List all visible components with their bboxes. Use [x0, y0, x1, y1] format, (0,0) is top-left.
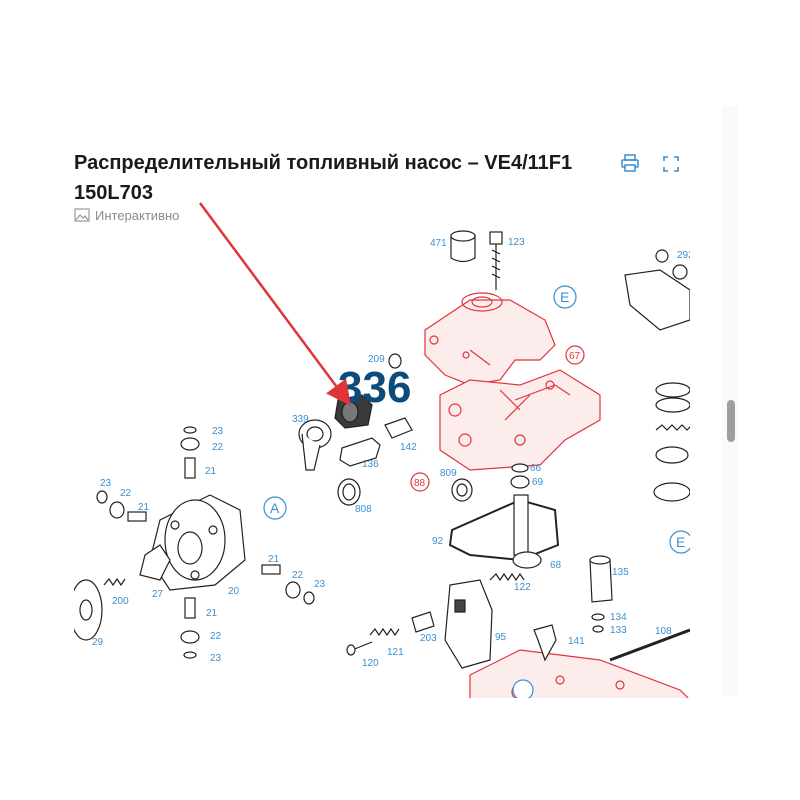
interactive-label: Интерактивно — [95, 207, 180, 223]
part-label[interactable]: 123 — [508, 237, 525, 248]
part-label[interactable]: 21 — [205, 466, 217, 477]
part-label[interactable]: 136 — [362, 459, 379, 470]
part-label[interactable]: 67 — [569, 351, 581, 362]
marker-E-top[interactable] — [553, 285, 577, 309]
part-label[interactable]: 133 — [610, 625, 627, 636]
marker-A[interactable] — [263, 496, 287, 520]
fullscreen-icon — [663, 156, 679, 172]
part-label[interactable]: 209 — [368, 354, 385, 365]
print-button[interactable] — [620, 153, 640, 173]
image-icon — [74, 208, 90, 222]
part-label[interactable]: 88 — [414, 478, 426, 489]
marker-67[interactable] — [565, 345, 585, 365]
part-label[interactable]: 68 — [550, 560, 562, 571]
part-label[interactable]: 292 — [677, 250, 694, 261]
part-label[interactable]: 95 — [495, 632, 507, 643]
part-label[interactable]: E — [676, 534, 685, 550]
scrollbar-thumb[interactable] — [727, 400, 735, 442]
part-label[interactable]: 203 — [420, 633, 437, 644]
part-label[interactable]: 122 — [514, 582, 531, 593]
diagram-drawing: 471 123 292 E 67 209 339 142 136 88 809 … — [74, 230, 694, 700]
part-label[interactable]: 21 — [138, 502, 150, 513]
part-label[interactable]: 21 — [206, 608, 218, 619]
part-label[interactable]: 120 — [362, 658, 379, 669]
part-label[interactable]: 22 — [210, 631, 222, 642]
part-label[interactable]: 21 — [268, 554, 280, 565]
title-line-1: Распределительный топливный насос – VE4/… — [74, 152, 573, 174]
part-label[interactable]: A — [270, 500, 280, 516]
pump-housing-highlight — [424, 292, 689, 698]
part-label[interactable]: 29 — [92, 637, 104, 648]
section-markers — [263, 285, 692, 700]
part-label[interactable]: 92 — [432, 536, 444, 547]
part-label[interactable]: 69 — [532, 477, 544, 488]
part-label[interactable]: 200 — [112, 596, 129, 607]
part-label[interactable]: 134 — [610, 612, 627, 623]
mechanical-parts — [74, 230, 690, 669]
part-label[interactable]: 22 — [212, 442, 224, 453]
interactive-badge[interactable]: Интерактивно — [74, 206, 179, 224]
part-label[interactable]: 121 — [387, 647, 404, 658]
exploded-parts-diagram: 471 123 292 E 67 209 339 142 136 88 809 … — [74, 202, 694, 700]
part-label[interactable]: 339 — [292, 414, 309, 425]
part-label[interactable]: E — [560, 289, 569, 305]
part-label[interactable]: 108 — [655, 626, 672, 637]
part-label[interactable]: 135 — [612, 567, 629, 578]
print-icon — [621, 154, 639, 172]
part-label[interactable]: 809 — [440, 468, 457, 479]
part-label[interactable]: 23 — [100, 478, 112, 489]
part-label[interactable]: 471 — [430, 238, 447, 249]
part-label[interactable]: 808 — [355, 504, 372, 515]
marker-U[interactable] — [512, 679, 534, 700]
part-label[interactable]: 141 — [568, 636, 585, 647]
part-label[interactable]: 23 — [314, 579, 326, 590]
part-labels: 471 123 292 E 67 209 339 142 136 88 809 … — [92, 237, 694, 669]
marker-E-right[interactable] — [669, 530, 692, 554]
highlight-number: 336 — [338, 363, 411, 412]
part-label[interactable]: 23 — [210, 653, 222, 664]
part-label[interactable]: 66 — [530, 463, 542, 474]
part-label[interactable]: 27 — [152, 589, 164, 600]
part-label[interactable]: 20 — [228, 586, 240, 597]
annotation-arrow — [198, 202, 351, 407]
marker-88[interactable] — [410, 472, 430, 492]
fullscreen-button[interactable] — [662, 155, 682, 175]
title-line-2: 150L703 — [74, 182, 153, 204]
page-title: Распределительный топливный насос – VE4/… — [74, 148, 614, 208]
part-label[interactable]: 22 — [292, 570, 304, 581]
part-label[interactable]: 142 — [400, 442, 417, 453]
part-label[interactable]: 22 — [120, 488, 132, 499]
part-label[interactable]: 23 — [212, 426, 224, 437]
